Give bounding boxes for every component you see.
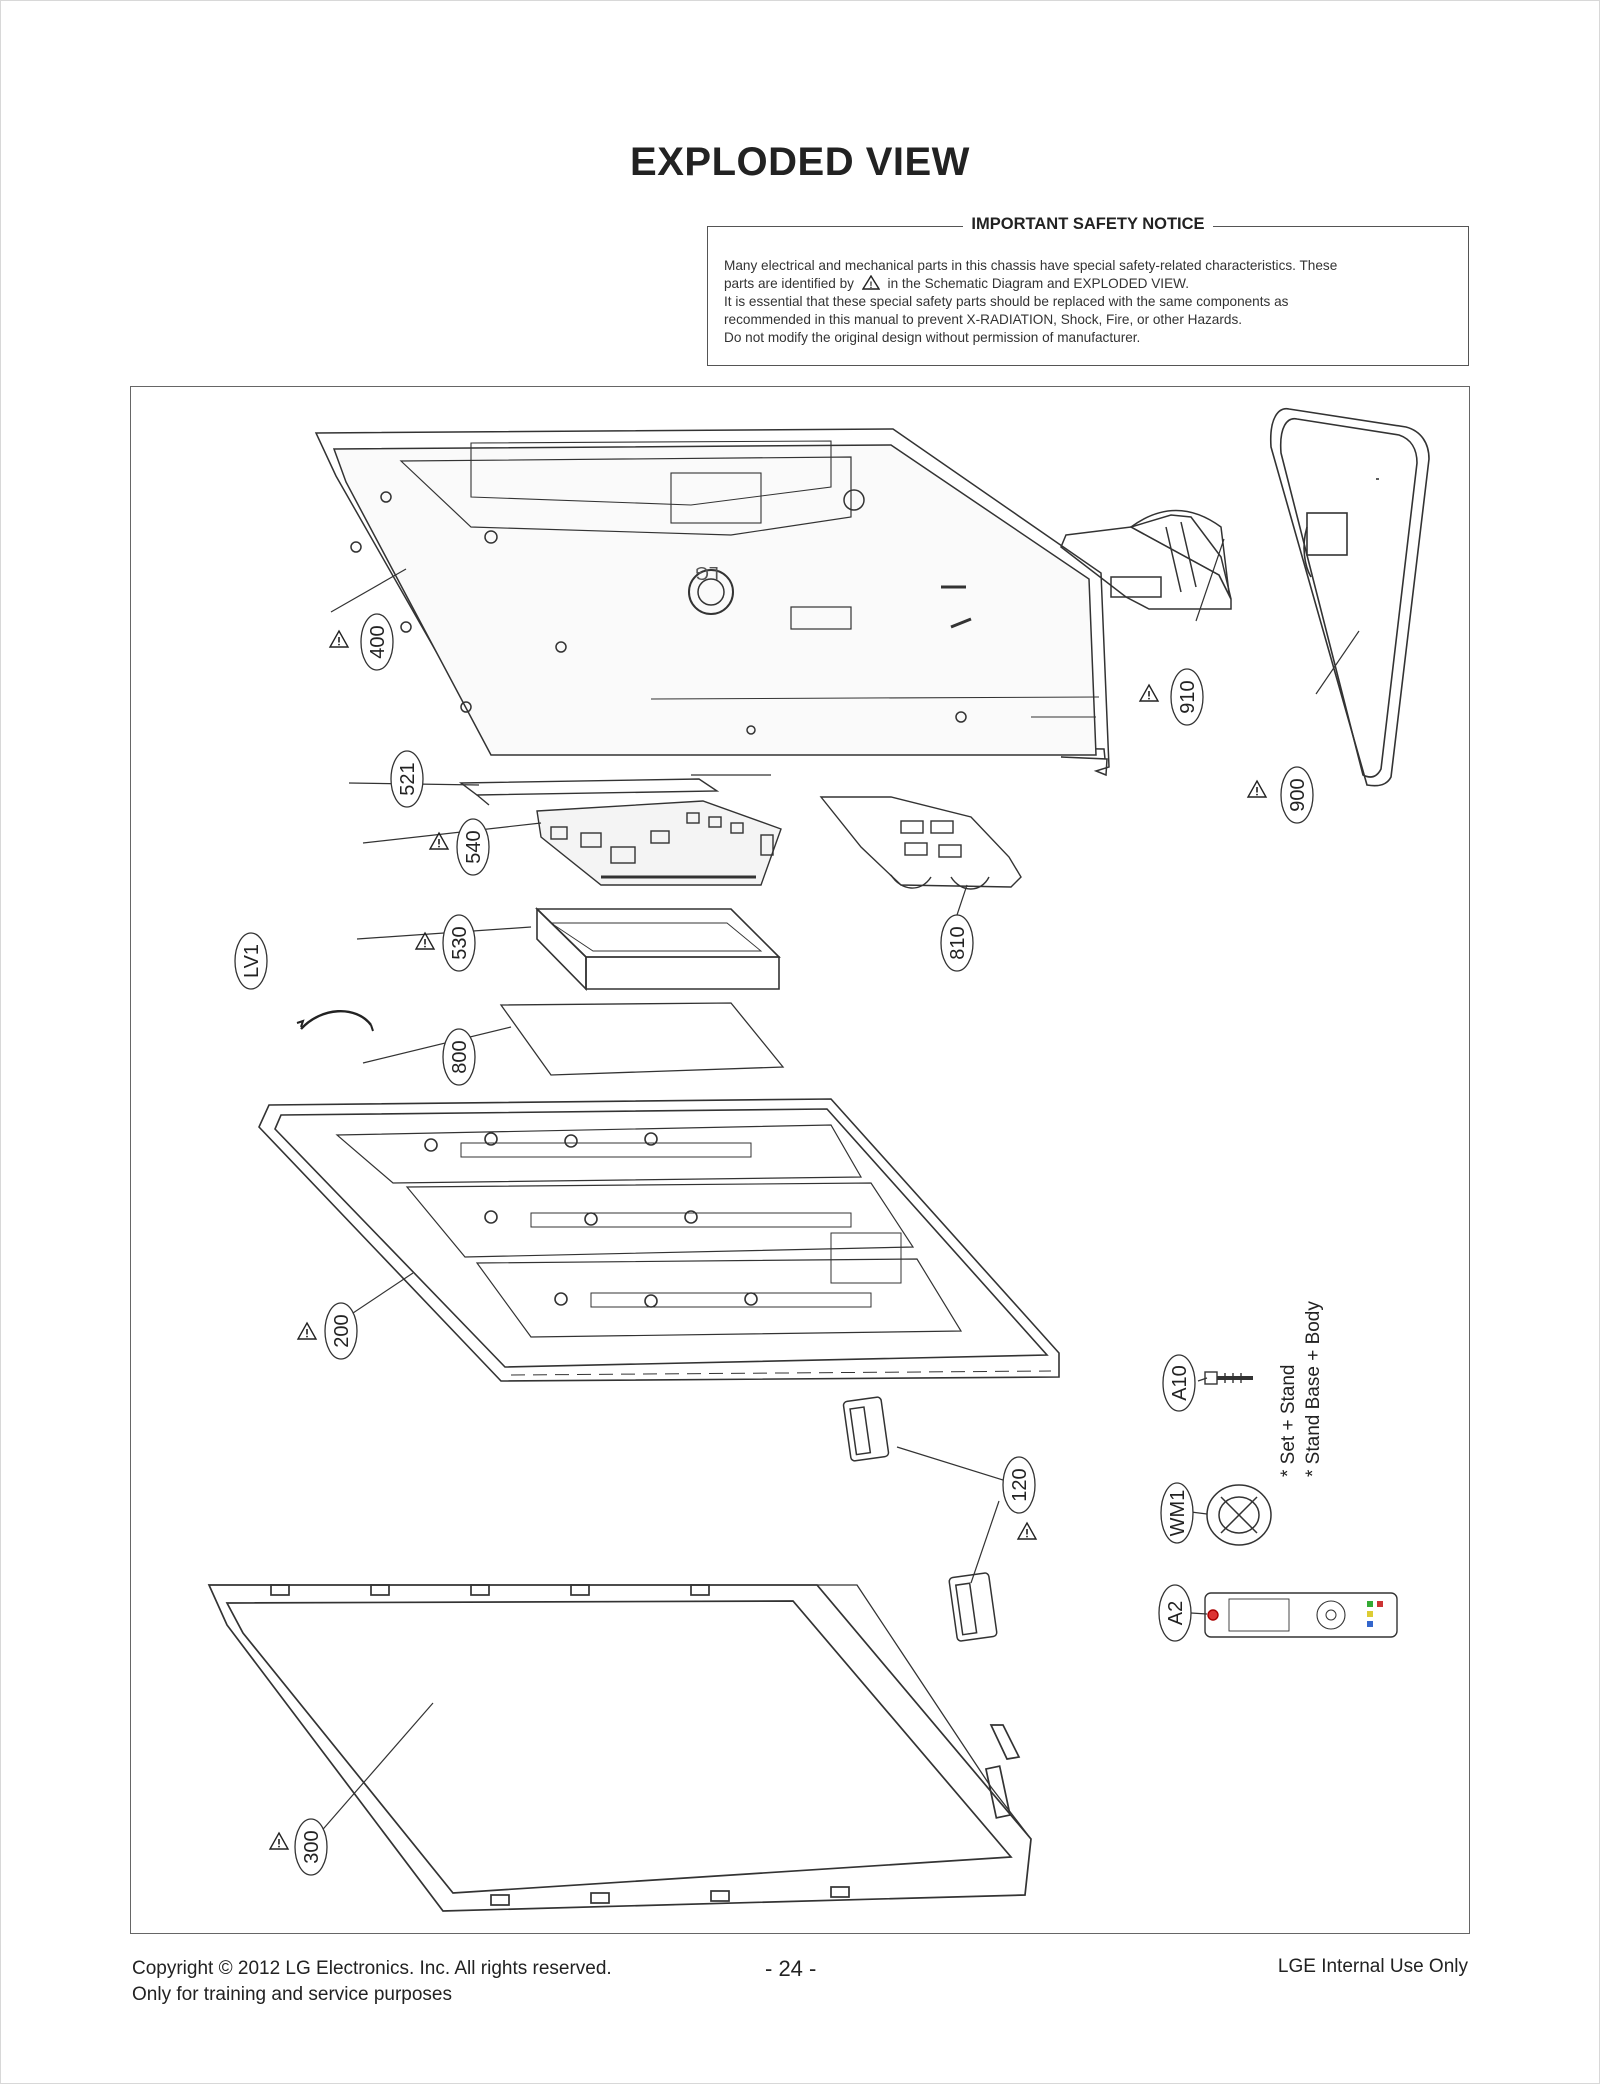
bracket-521 — [458, 778, 720, 806]
bracket-810 — [819, 796, 1022, 890]
warning-icon-530 — [415, 932, 435, 950]
callout-910: 910 — [1170, 668, 1204, 726]
callout-wm1: WM1 — [1160, 1482, 1194, 1544]
notice-line-5: Do not modify the original design withou… — [724, 330, 1141, 345]
notice-line-3: It is essential that these special safet… — [724, 294, 1289, 309]
part-label-521: 521 — [397, 762, 419, 795]
warning-marks — [269, 630, 1267, 1850]
safety-notice-title-wrap: IMPORTANT SAFETY NOTICE — [708, 215, 1468, 234]
safety-notice-title: IMPORTANT SAFETY NOTICE — [963, 215, 1213, 233]
main-board-540 — [536, 800, 782, 886]
warning-icon-300 — [269, 1832, 289, 1850]
wall-mount-knob-wm1 — [1206, 1484, 1272, 1546]
safety-notice-body: Many electrical and mechanical parts in … — [724, 257, 1454, 347]
page-title: EXPLODED VIEW — [630, 140, 970, 184]
part-label-a2: A2 — [1165, 1601, 1187, 1625]
remote-control-a2 — [1204, 1592, 1398, 1638]
part-label-900: 900 — [1287, 778, 1309, 811]
footer-page-number: - 24 - — [765, 1956, 817, 1981]
callout-300: 300 — [294, 1818, 328, 1876]
notice-line-1: Many electrical and mechanical parts in … — [724, 258, 1338, 273]
callout-120: 120 — [1002, 1456, 1036, 1514]
callout-521: 521 — [390, 750, 424, 808]
middle-frame-200 — [258, 1098, 1060, 1382]
part-label-910: 910 — [1177, 680, 1199, 713]
notice-line-2: parts are identified by ! in the Schemat… — [724, 274, 1454, 293]
exploded-view-drawing: LG — [207, 408, 1430, 1912]
part-label-120: 120 — [1009, 1468, 1031, 1501]
warning-icon-900 — [1247, 780, 1267, 798]
stand-notes: * Set + Stand * Stand Base + Body — [1278, 1301, 1324, 1477]
exploded-view-diagram: LG — [130, 386, 1470, 1934]
notice-line-2a: parts are identified by — [724, 276, 854, 291]
callout-540: 540 — [456, 818, 490, 876]
part-label-530: 530 — [449, 926, 471, 959]
part-label-400: 400 — [367, 625, 389, 658]
part-label-300: 300 — [301, 1830, 323, 1863]
callout-900: 900 — [1280, 766, 1314, 824]
warning-icon-120 — [1017, 1522, 1037, 1540]
part-label-200: 200 — [331, 1314, 353, 1347]
callout-530: 530 — [442, 914, 476, 972]
footer-left: Copyright © 2012 LG Electronics. Inc. Al… — [132, 1956, 612, 2008]
footer-training: Only for training and service purposes — [132, 1984, 452, 2005]
part-label-lv1: LV1 — [241, 944, 263, 978]
screw-a10 — [1204, 1371, 1253, 1385]
part-label-a10: A10 — [1169, 1365, 1191, 1401]
callout-800: 800 — [442, 1028, 476, 1086]
warning-triangle-icon: ! — [861, 274, 881, 290]
warning-icon-400 — [329, 630, 349, 648]
back-cover-400: LG — [314, 428, 1110, 777]
safety-notice-box: IMPORTANT SAFETY NOTICE Many electrical … — [707, 215, 1469, 366]
stand-base-900 — [1269, 408, 1430, 787]
svg-text:LG: LG — [695, 563, 719, 583]
callout-a2: A2 — [1158, 1584, 1192, 1642]
power-module-530 — [535, 907, 781, 991]
warning-icon-200 — [297, 1322, 317, 1340]
callout-400: 400 — [360, 613, 394, 671]
notice-line-2b: in the Schematic Diagram and EXPLODED VI… — [887, 276, 1189, 291]
part-label-800: 800 — [449, 1040, 471, 1073]
notice-line-4: recommended in this manual to prevent X-… — [724, 312, 1243, 327]
callout-810: 810 — [940, 914, 974, 972]
cable-lv1 — [296, 1010, 374, 1032]
callout-a10: A10 — [1162, 1354, 1196, 1412]
part-label-540: 540 — [463, 830, 485, 863]
note-stand-base-body: * Stand Base + Body — [1303, 1301, 1324, 1477]
footer-internal-use: LGE Internal Use Only — [1277, 1956, 1468, 1977]
part-label-810: 810 — [947, 926, 969, 959]
warning-icon-910 — [1139, 684, 1159, 702]
speakers-120 — [842, 1396, 998, 1642]
note-set-stand: * Set + Stand — [1278, 1365, 1299, 1478]
part-label-wm1: WM1 — [1167, 1490, 1189, 1537]
front-bezel-300 — [207, 1584, 1032, 1912]
callout-lv1: LV1 — [234, 932, 268, 990]
svg-text:!: ! — [869, 280, 872, 290]
shield-plate-800 — [499, 1002, 785, 1076]
footer-copyright: Copyright © 2012 LG Electronics. Inc. Al… — [132, 1958, 612, 1979]
callout-200: 200 — [324, 1302, 358, 1360]
stand-neck-910 — [1060, 509, 1232, 610]
